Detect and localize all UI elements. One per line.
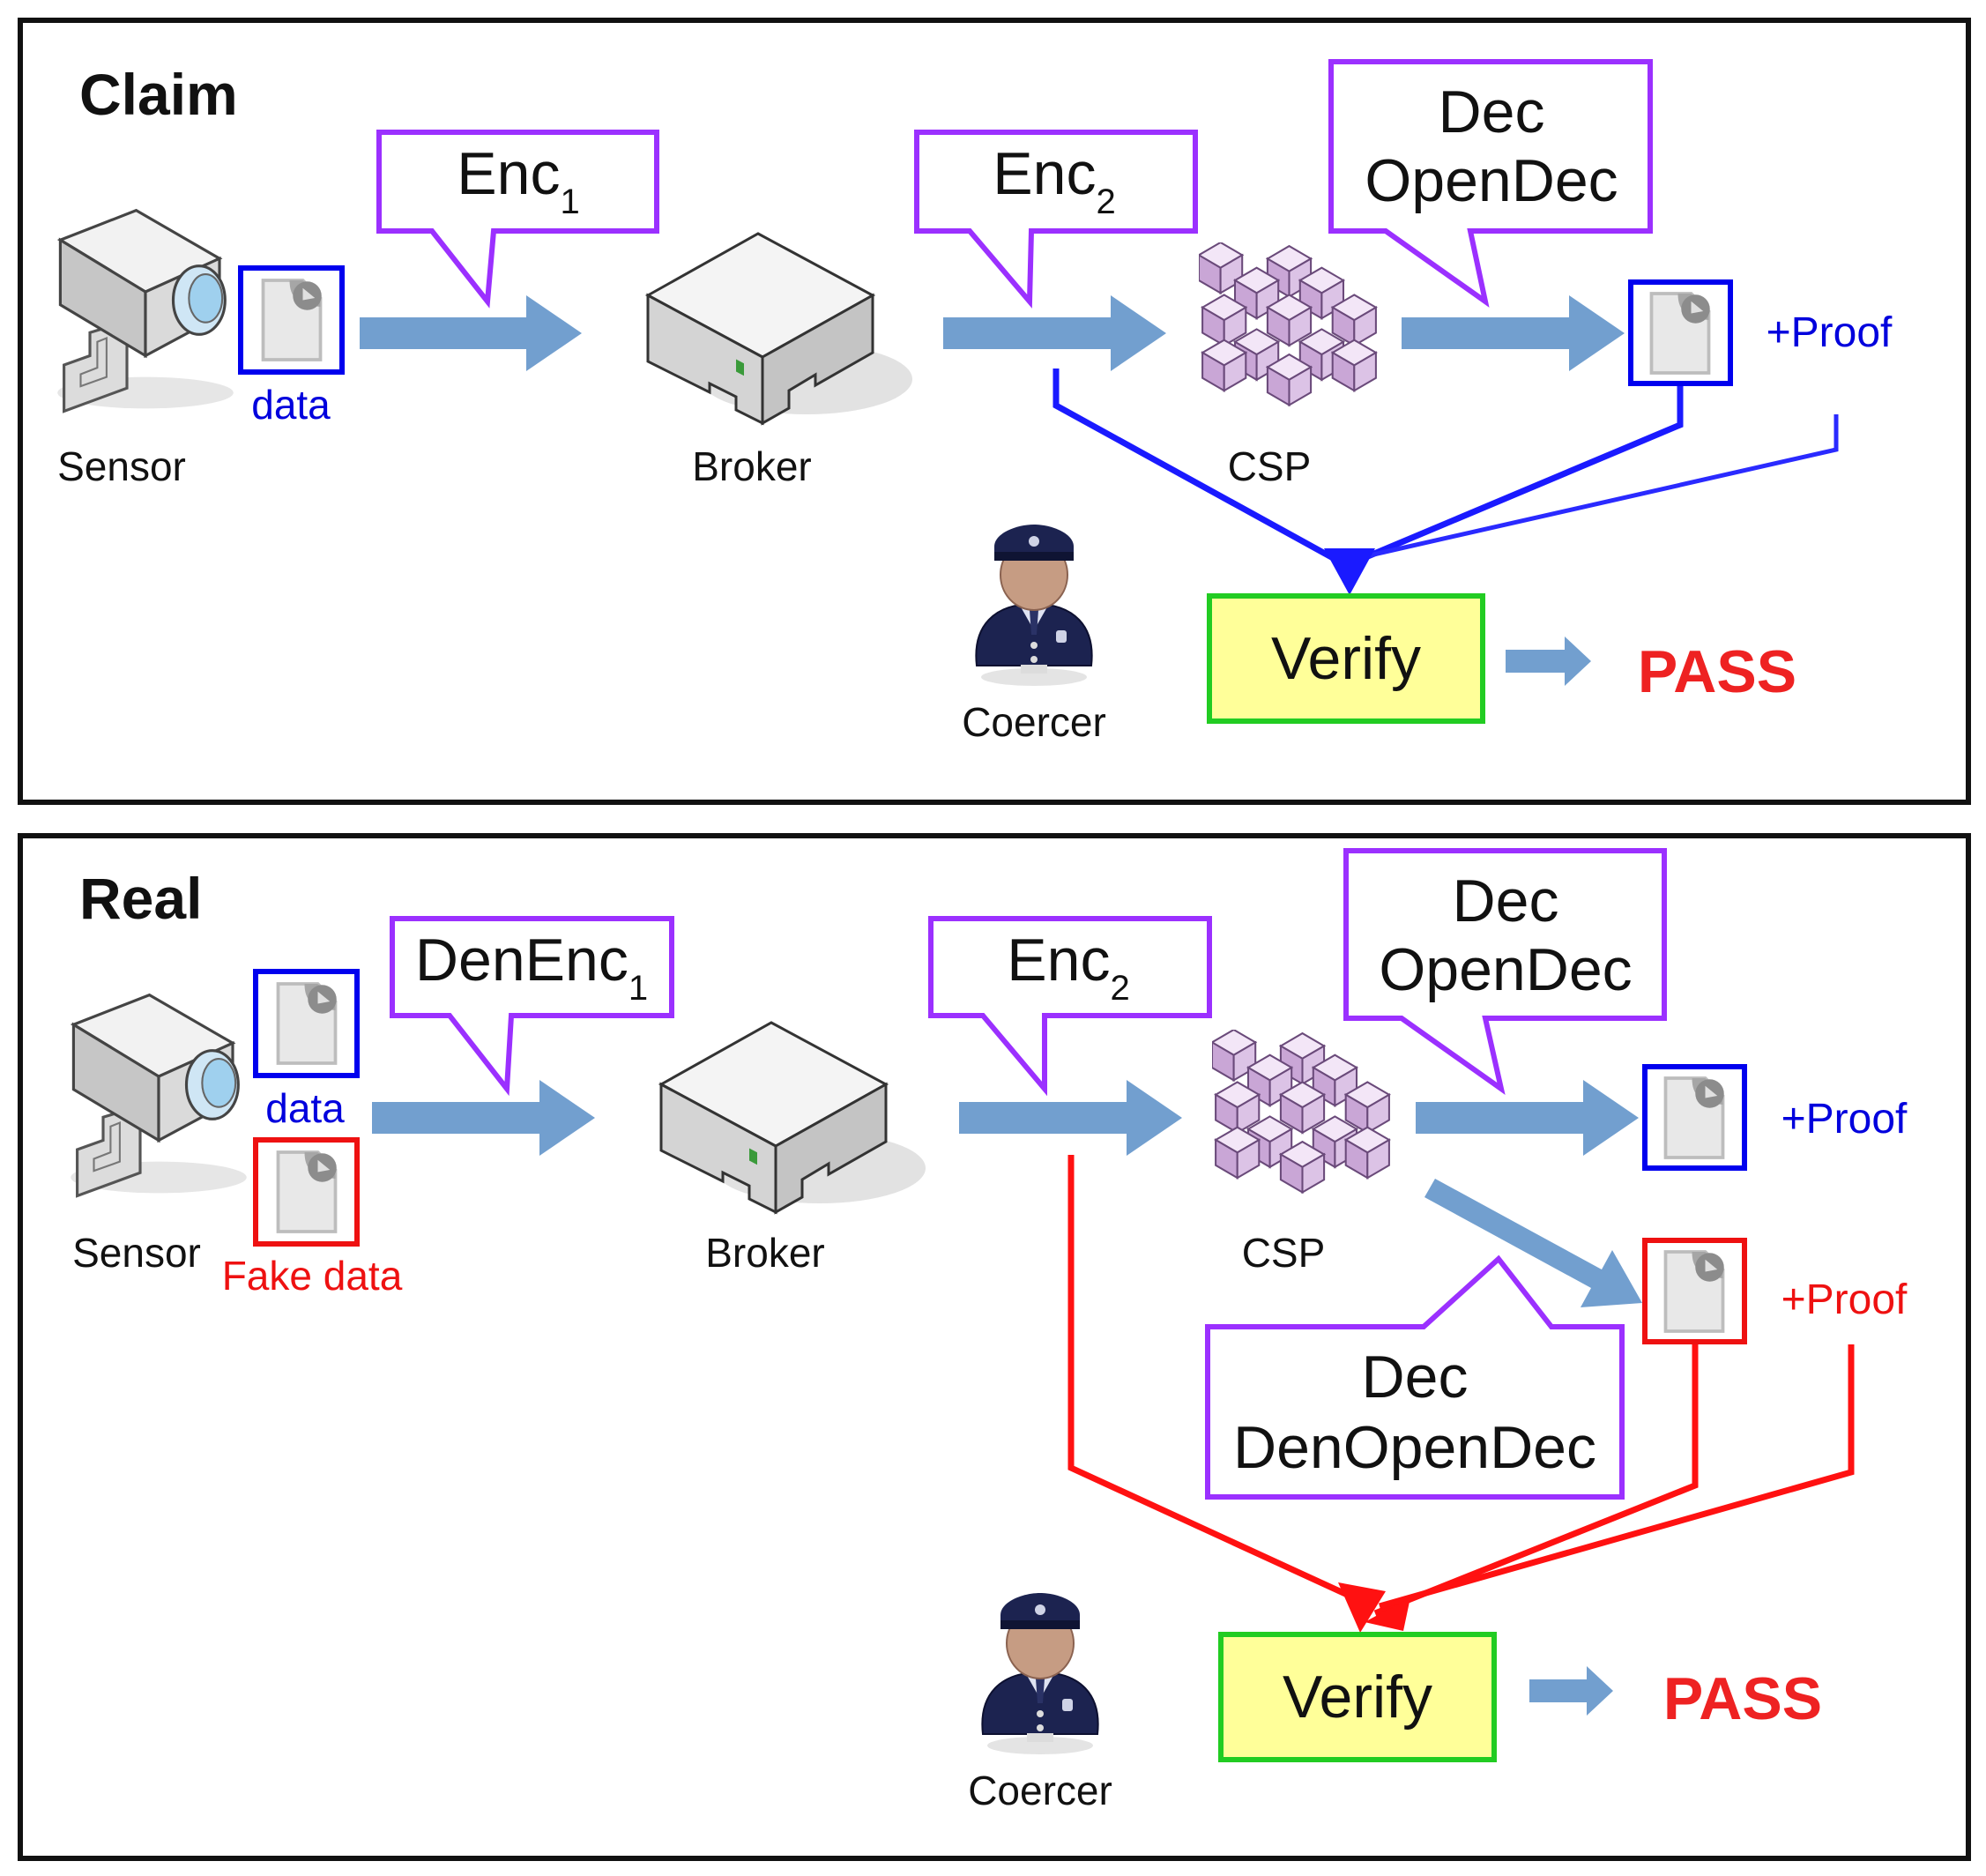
line-output-to-verify (1356, 386, 1684, 564)
svg-text:DenEnc1: DenEnc1 (415, 927, 648, 1008)
verify-label: Verify (1283, 1664, 1432, 1731)
arrow-csp-to-output (1416, 1080, 1639, 1156)
csp-label: CSP (1228, 443, 1312, 489)
enc2-callout: Enc2 (914, 130, 1198, 309)
fake-proof-label: +Proof (1781, 1277, 1908, 1323)
panel-title: Claim (79, 62, 238, 127)
broker-label: Broker (705, 1230, 824, 1276)
svg-text:Enc2: Enc2 (1007, 927, 1129, 1008)
coercer-label: Coercer (962, 699, 1106, 745)
verify-arrowhead (1324, 548, 1375, 595)
dec-opendec-callout: Dec OpenDec (1328, 59, 1653, 308)
result-label: PASS (1663, 1665, 1822, 1732)
line-enc2-to-verify (1067, 1155, 1355, 1601)
verify-arrowhead (1365, 1597, 1410, 1631)
svg-text:Enc2: Enc2 (993, 140, 1115, 221)
data-label: data (265, 1085, 345, 1131)
sensor-label: Sensor (72, 1230, 201, 1276)
real-panel: Real Sensor data Fake data DenEnc1 Broke… (18, 833, 1971, 1861)
arrow-sensor-to-broker (372, 1080, 595, 1156)
claim-panel: Claim Sensor data Enc1 Broker Enc2 CSP (18, 18, 1971, 805)
enc2-subscript: 2 (1110, 969, 1129, 1008)
arrow-csp-to-output (1402, 295, 1625, 371)
dec-denopendec-callout: Dec DenOpenDec (1205, 1254, 1625, 1500)
svg-text:Enc1: Enc1 (457, 140, 579, 221)
arrow-sensor-to-broker (360, 295, 582, 371)
result-label: PASS (1638, 638, 1796, 705)
verify-box (1207, 593, 1485, 724)
dec-text: Dec (1362, 1344, 1469, 1411)
document-icon (261, 279, 324, 361)
enc1-callout: Enc1 (376, 130, 659, 309)
fake-data-label: Fake data (222, 1253, 403, 1299)
enc1-text: Enc (457, 140, 560, 207)
enc2-text: Enc (1007, 927, 1110, 994)
enc1-subscript: 1 (560, 182, 579, 221)
arrow-broker-to-csp (959, 1080, 1182, 1156)
denenc1-subscript: 1 (629, 969, 648, 1008)
denenc1-text: DenEnc (415, 927, 629, 994)
dec-text: Dec (1439, 78, 1545, 145)
opendec-text: OpenDec (1379, 936, 1632, 1003)
arrow-verify-to-result (1506, 636, 1591, 686)
document-icon (276, 1150, 338, 1233)
proof-label: +Proof (1781, 1096, 1908, 1143)
dec-opendec-callout: Dec OpenDec (1343, 848, 1667, 1095)
arrow-broker-to-csp (943, 295, 1166, 371)
enc2-subscript: 2 (1096, 182, 1115, 221)
opendec-text: OpenDec (1365, 147, 1618, 214)
denopendec-text: DenOpenDec (1233, 1414, 1596, 1481)
enc2-text: Enc (993, 140, 1096, 207)
line-fake-output-to-verify (1373, 1344, 1699, 1617)
broker-label: Broker (692, 443, 811, 489)
data-label: data (251, 382, 331, 428)
denenc1-callout: DenEnc1 (390, 916, 674, 1097)
enc2-callout: Enc2 (928, 916, 1212, 1097)
document-icon (276, 982, 338, 1065)
coercer-label: Coercer (968, 1768, 1112, 1813)
verify-arrowhead (1338, 1582, 1386, 1633)
arrow-verify-to-result (1529, 1666, 1613, 1716)
document-icon (1663, 1250, 1726, 1333)
dec-text: Dec (1453, 867, 1559, 934)
csp-label: CSP (1242, 1230, 1326, 1276)
document-icon (1663, 1076, 1726, 1159)
line-fake-proof-to-verify (1379, 1344, 1855, 1610)
line-enc2-to-verify (1053, 368, 1346, 568)
arrow-csp-to-fake-output (1424, 1179, 1642, 1307)
verify-label: Verify (1271, 625, 1421, 692)
panel-title: Real (79, 866, 202, 931)
line-proof-to-verify (1361, 414, 1839, 560)
proof-label: +Proof (1767, 309, 1893, 356)
document-icon (1649, 292, 1712, 375)
sensor-label: Sensor (57, 443, 186, 489)
verify-box (1218, 1632, 1497, 1762)
